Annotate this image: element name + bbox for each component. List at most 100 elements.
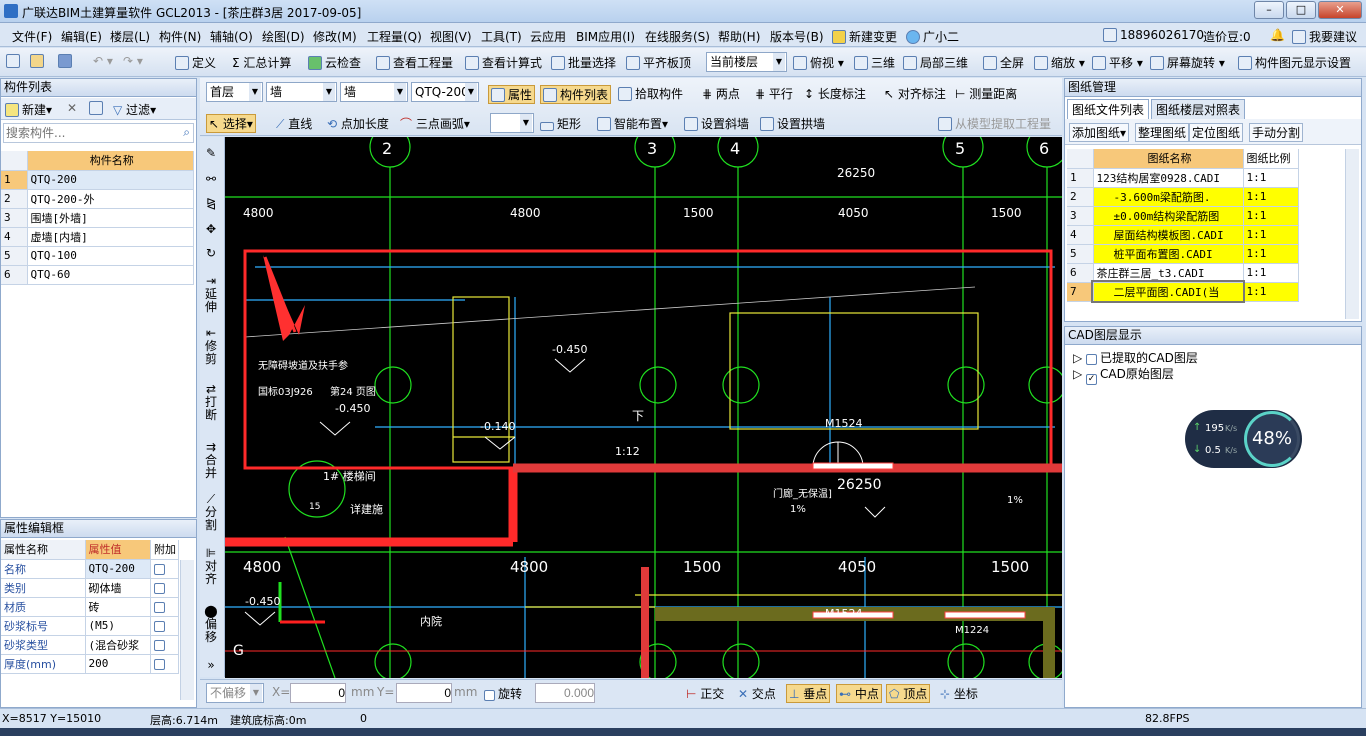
ortho-button[interactable]: ⊢ 正交 <box>686 687 725 701</box>
point-length-button[interactable]: ⟲ 点加长度 <box>327 117 389 131</box>
menu-tools[interactable]: 工具(T) <box>481 30 522 44</box>
draw-mode-select[interactable] <box>490 113 534 133</box>
suggest-link[interactable]: 我要建议 <box>1292 28 1357 45</box>
link-icon[interactable]: ⚯ <box>205 172 217 186</box>
open-file-icon[interactable] <box>30 54 47 68</box>
rotate-button[interactable]: 屏幕旋转 ▾ <box>1150 54 1225 71</box>
view-quantity-button[interactable]: 查看工程量 <box>376 54 453 71</box>
sum-button[interactable]: Σ 汇总计算 <box>232 56 292 70</box>
undo-icon[interactable]: ↶ ▾ <box>93 54 113 68</box>
menu-modify[interactable]: 修改(M) <box>313 30 357 44</box>
arch-wall-button[interactable]: 设置拱墙 <box>760 115 825 132</box>
menu-axis[interactable]: 辅轴(O) <box>210 30 253 44</box>
pan-button[interactable]: 平移 ▾ <box>1092 54 1143 71</box>
tab-floor-mapping[interactable]: 图纸楼层对照表 <box>1151 99 1246 119</box>
cad-canvas[interactable]: 2 3 4 5 6 26250 4800 4800 1500 4050 1500… <box>225 137 1062 678</box>
new-component-button[interactable]: 新建▾ <box>5 101 52 118</box>
menu-version[interactable]: 版本号(B) <box>770 30 824 44</box>
delete-icon[interactable]: ✕ <box>67 101 78 115</box>
rect-button[interactable]: 矩形 <box>540 115 581 132</box>
table-row[interactable]: 砂浆类型(混合砂浆 <box>1 635 179 655</box>
menu-online[interactable]: 在线服务(S) <box>645 30 710 44</box>
angle-input[interactable] <box>535 683 595 703</box>
align-top-button[interactable]: 平齐板顶 <box>626 54 691 71</box>
three-d-button[interactable]: 三维 <box>854 54 895 71</box>
menu-component[interactable]: 构件(N) <box>159 30 202 44</box>
pen-icon[interactable]: ✎ <box>205 146 217 160</box>
cad-drawing[interactable]: 2 3 4 5 6 26250 4800 4800 1500 4050 1500… <box>225 137 1062 678</box>
tool-split[interactable]: ⟋分割 <box>204 492 217 532</box>
account-phone[interactable]: 18896026170 <box>1103 28 1204 42</box>
scrollbar[interactable] <box>180 560 194 700</box>
save-icon[interactable] <box>58 54 75 68</box>
menu-floor[interactable]: 楼层(L) <box>110 30 151 44</box>
checkbox[interactable] <box>154 564 165 575</box>
pick-button[interactable]: 拾取构件 <box>618 85 683 102</box>
perp-button[interactable]: ⊥ 垂点 <box>786 684 831 703</box>
current-floor-select[interactable]: 当前楼层 <box>706 52 787 72</box>
intersect-button[interactable]: ✕ 交点 <box>738 687 776 701</box>
fullscreen-button[interactable]: 全屏 <box>983 54 1024 71</box>
new-file-icon[interactable] <box>6 54 23 68</box>
checkbox[interactable] <box>154 640 165 651</box>
floor-select[interactable]: 首层 <box>206 82 263 102</box>
tool-merge[interactable]: ⇉合并 <box>204 440 217 480</box>
menu-draw[interactable]: 绘图(D) <box>262 30 305 44</box>
menu-quantity[interactable]: 工程量(Q) <box>367 30 422 44</box>
scrollbar[interactable] <box>1345 149 1359 319</box>
checkbox[interactable] <box>154 602 165 613</box>
mirror-icon[interactable]: ⧎ <box>205 196 217 210</box>
coord-button[interactable]: ⊹ 坐标 <box>940 687 978 701</box>
local-3d-button[interactable]: 局部三维 <box>903 54 968 71</box>
tool-extend[interactable]: ⇥延伸 <box>204 274 217 314</box>
define-button[interactable]: 定义 <box>175 54 216 71</box>
tool-offset[interactable]: ⬤偏移 <box>204 604 218 644</box>
checkbox[interactable] <box>154 659 165 670</box>
menu-file[interactable]: 文件(F) <box>12 30 53 44</box>
locate-drawing-button[interactable]: 定位图纸 <box>1189 123 1244 142</box>
menu-guang-xiaoer[interactable]: 广小二 <box>906 28 959 45</box>
mid-button[interactable]: ⊷ 中点 <box>836 684 882 703</box>
select-button[interactable]: ↖ 选择▾ <box>206 114 256 133</box>
redo-icon[interactable]: ↷ ▾ <box>123 54 143 68</box>
table-row[interactable]: 厚度(mm)200 <box>1 654 179 674</box>
table-row[interactable]: 类别砌体墙 <box>1 578 179 598</box>
two-points-button[interactable]: ⋕ 两点 <box>702 87 740 101</box>
maximize-button[interactable]: □ <box>1286 1 1316 19</box>
table-row[interactable]: 材质砖 <box>1 597 179 617</box>
checkbox-checked[interactable]: ✓ <box>1086 374 1098 385</box>
layer-extracted[interactable]: ▷ 已提取的CAD图层 <box>1073 351 1198 365</box>
bell-icon[interactable]: 🔔 <box>1270 28 1285 42</box>
checkbox[interactable] <box>154 621 165 632</box>
tool-trim[interactable]: ⇤修剪 <box>204 326 217 366</box>
zoom-button[interactable]: 缩放 ▾ <box>1034 54 1085 71</box>
close-button[interactable]: ✕ <box>1318 1 1362 19</box>
cloud-check-button[interactable]: 云检查 <box>308 54 361 71</box>
extract-button[interactable]: 从模型提取工程量 <box>938 115 1051 132</box>
menu-view[interactable]: 视图(V) <box>430 30 472 44</box>
parallel-button[interactable]: ⋕ 平行 <box>755 87 793 101</box>
tab-drawing-files[interactable]: 图纸文件列表 <box>1067 99 1150 119</box>
display-settings-button[interactable]: 构件图元显示设置 <box>1238 54 1351 71</box>
minimize-button[interactable]: – <box>1254 1 1284 19</box>
type-select-2[interactable]: 墙 <box>340 82 408 102</box>
type-select-1[interactable]: 墙 <box>266 82 337 102</box>
tool-align[interactable]: ⊫对齐 <box>204 546 217 586</box>
search-icon[interactable]: ⌕ <box>183 125 190 139</box>
rotate-checkbox[interactable]: 旋转 <box>484 685 522 702</box>
move-icon[interactable]: ✥ <box>205 222 217 236</box>
layer-original[interactable]: ▷ ✓CAD原始图层 <box>1073 367 1174 385</box>
menu-help[interactable]: 帮助(H) <box>718 30 761 44</box>
rotate-tool-icon[interactable]: ↻ <box>205 246 217 260</box>
checkbox[interactable] <box>1086 354 1098 365</box>
